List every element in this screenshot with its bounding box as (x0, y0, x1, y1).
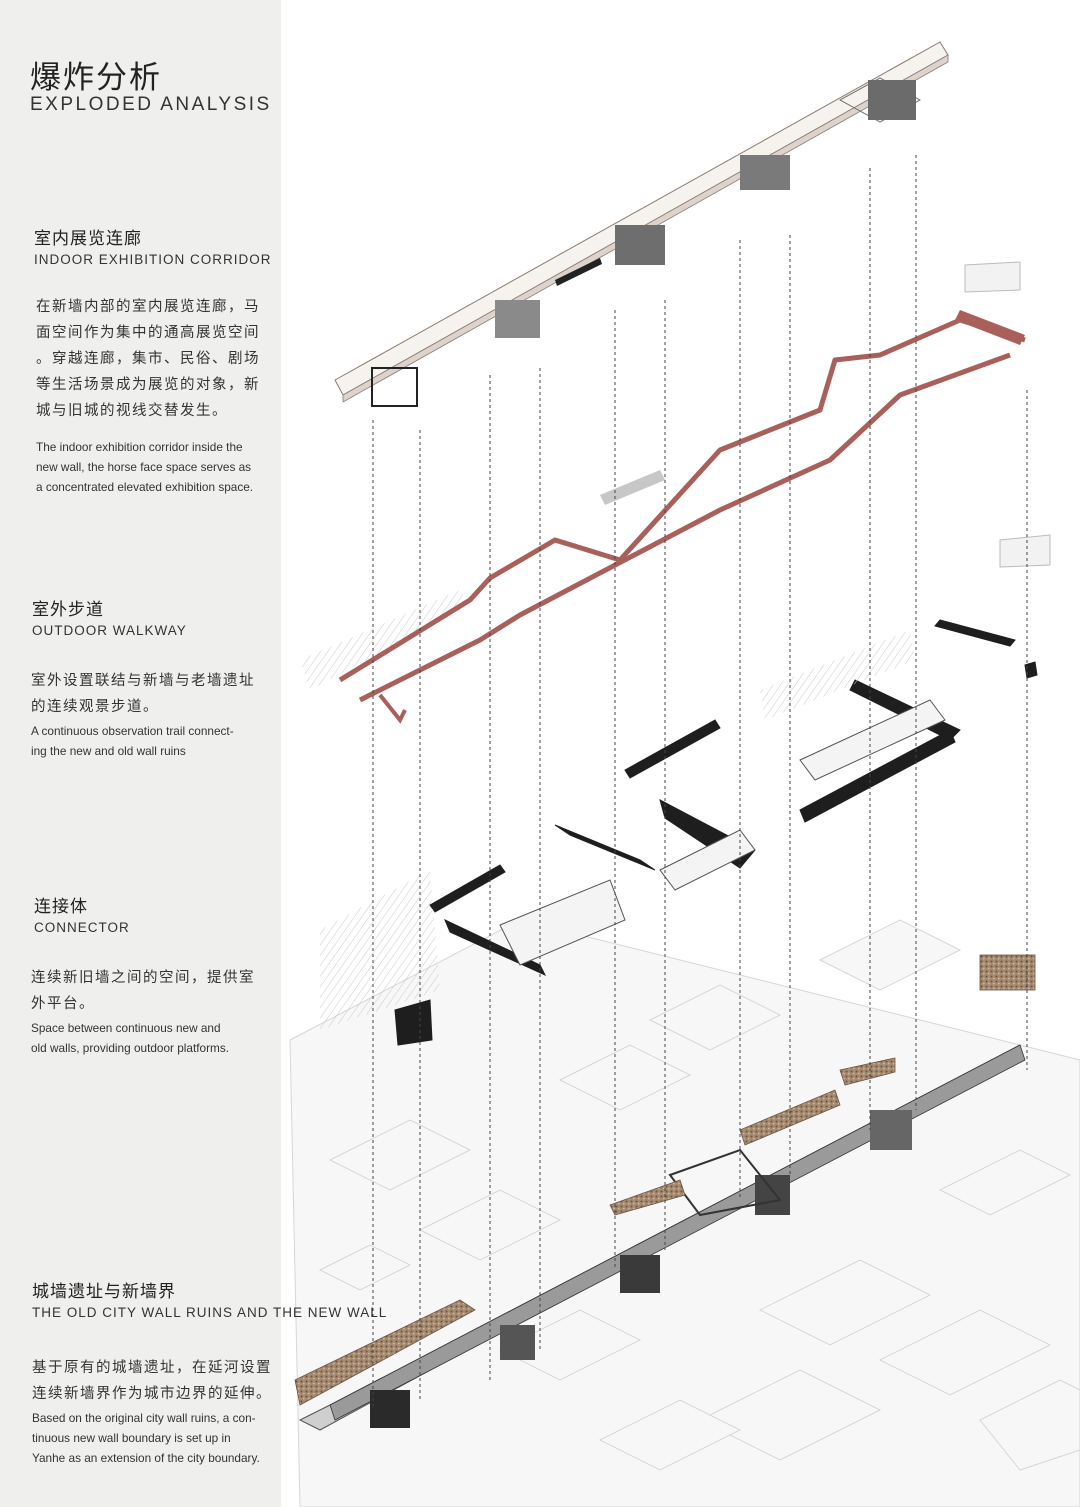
section-title-outdoor-walkway: 室外步道 (32, 600, 104, 620)
section-body-en-connector: Space between continuous new and old wal… (31, 1021, 230, 1055)
section-body-zh-outdoor-walkway: 室外设置联结与新墙与老墙遗址 的连续观景步道。 (31, 673, 255, 715)
connector-shadows (320, 630, 915, 1030)
section-subtitle-indoor-corridor: INDOOR EXHIBITION CORRIDOR (34, 252, 272, 267)
section-body-en-outdoor-walkway: A continuous observation trail connect- … (31, 724, 234, 758)
new-wall-layer (298, 1044, 1026, 1431)
section-subtitle-connector: CONNECTOR (34, 920, 130, 935)
section-body-en-wall-ruins: Based on the original city wall ruins, a… (32, 1411, 260, 1465)
page-title: 爆炸分析 (30, 60, 162, 96)
section-body-zh-connector: 连续新旧墙之间的空间，提供室 外平台。 (31, 970, 255, 1012)
section-body-en-indoor-corridor: The indoor exhibition corridor inside th… (36, 440, 254, 494)
section-subtitle-wall-ruins: THE OLD CITY WALL RUINS AND THE NEW WALL (32, 1305, 388, 1320)
alignment-lines (372, 155, 1028, 1410)
page-subtitle: EXPLODED ANALYSIS (30, 94, 272, 115)
section-body-zh-indoor-corridor: 在新墙内部的室内展览连廊，马 面空间作为集中的通高展览空间 。穿越连廊，集市、民… (36, 299, 260, 419)
text-panel (0, 0, 281, 1507)
section-title-wall-ruins: 城墙遗址与新墙界 (32, 1282, 176, 1302)
section-body-zh-wall-ruins: 基于原有的城墙遗址，在延河设置 连续新墙界作为城市边界的延伸。 (32, 1360, 272, 1402)
indoor-corridor-layer (334, 41, 949, 407)
section-title-indoor-corridor: 室内展览连廊 (34, 229, 142, 249)
section-title-connector: 连接体 (34, 897, 88, 917)
connector-layer (394, 619, 1038, 1046)
outdoor-walkway-layer (300, 261, 1051, 724)
section-subtitle-outdoor-walkway: OUTDOOR WALKWAY (32, 623, 187, 638)
